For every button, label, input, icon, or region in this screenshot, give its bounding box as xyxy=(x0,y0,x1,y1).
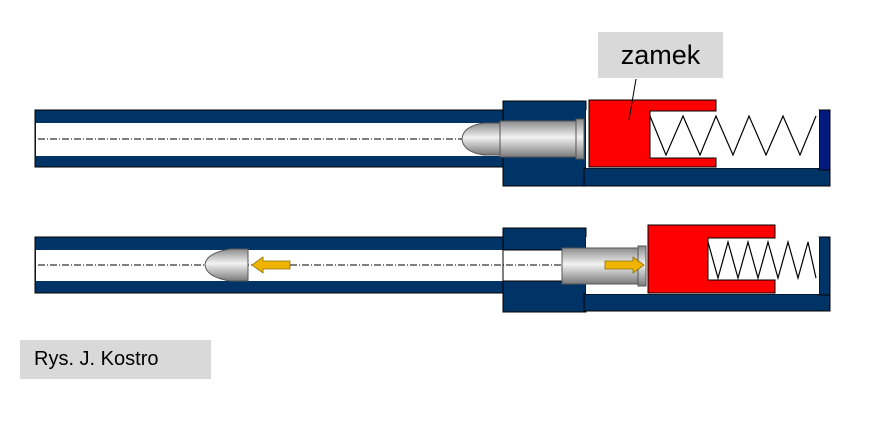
top-case xyxy=(499,120,577,158)
top-bullet xyxy=(461,122,501,156)
bottom-bullet xyxy=(204,248,249,282)
bottom-frame-rail xyxy=(583,293,831,312)
bottom-bolt xyxy=(647,224,776,294)
credit-label: Rys. J. Kostro xyxy=(20,340,211,379)
bolt-leader-line xyxy=(628,78,637,121)
top-assembly xyxy=(34,78,831,187)
top-frame-rail xyxy=(583,167,831,187)
top-spring xyxy=(649,114,817,157)
top-end-plate xyxy=(818,109,831,171)
bottom-assembly xyxy=(34,224,831,313)
bottom-spring xyxy=(707,239,817,281)
recoil-arrow-icon xyxy=(604,256,645,274)
bottom-end-plate xyxy=(818,236,831,296)
bullet-arrow-icon xyxy=(251,256,291,274)
bolt-label: zamek xyxy=(598,32,723,78)
bottom-bore xyxy=(36,250,584,281)
top-bolt xyxy=(588,99,717,168)
top-case-rim xyxy=(575,118,585,160)
